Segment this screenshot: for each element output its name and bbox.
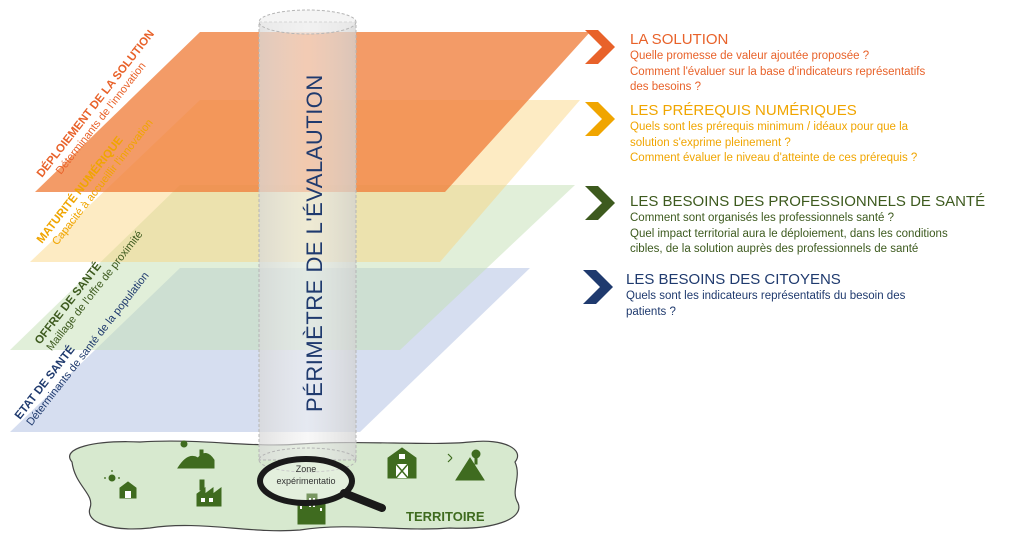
section-la-solution: LA SOLUTION Quelle promesse de valeur aj… bbox=[630, 31, 925, 96]
section-title: LES BESOINS DES PROFESSIONNELS DE SANTÉ bbox=[630, 193, 986, 210]
section-question: Quel impact territorial aura le déploiem… bbox=[630, 227, 948, 240]
chevron-right-icon bbox=[585, 186, 615, 220]
barn-icon bbox=[387, 447, 417, 479]
section-question: Quels sont les prérequis minimum / idéau… bbox=[630, 121, 909, 133]
factory-icon bbox=[196, 479, 222, 507]
section-question: Comment l'évaluer sur la base d'indicate… bbox=[630, 65, 926, 78]
perimeter-cylinder bbox=[258, 9, 357, 473]
section-question: cibles, de la solution auprès des profes… bbox=[630, 243, 919, 255]
sun-hills-icon bbox=[177, 440, 215, 469]
section-prerequis-numeriques: LES PRÉREQUIS NUMÉRIQUES Quels sont les … bbox=[630, 102, 917, 167]
section-question: des besoins ? bbox=[630, 81, 701, 93]
zone-label-line2: expérimentatio bbox=[276, 476, 335, 486]
section-title: LA SOLUTION bbox=[630, 31, 729, 48]
sun-barn-icon bbox=[104, 470, 137, 499]
section-question: solution s'exprime pleinement ? bbox=[630, 136, 791, 149]
chevron-right-icon bbox=[585, 102, 615, 136]
chevron-right-icon bbox=[583, 270, 613, 304]
chevron-right-icon bbox=[585, 30, 615, 64]
section-question: Quelle promesse de valeur ajoutée propos… bbox=[630, 50, 870, 62]
section-title: LES PRÉREQUIS NUMÉRIQUES bbox=[630, 102, 857, 119]
buildings-icon bbox=[297, 493, 326, 525]
magnifier-icon bbox=[257, 456, 386, 512]
section-title: LES BESOINS DES CITOYENS bbox=[626, 271, 841, 288]
zone-label-line1: Zone bbox=[296, 464, 317, 474]
section-question: Comment sont organisés les professionnel… bbox=[630, 212, 895, 224]
section-question: Comment évaluer le niveau d'atteinte de … bbox=[630, 152, 918, 164]
territory-label: TERRITOIRE bbox=[406, 509, 485, 524]
section-question: patients ? bbox=[626, 305, 676, 318]
mountain-tree-icon bbox=[447, 449, 485, 481]
perimeter-label: PÉRIMÈTRE DE L'ÉVALAUTION bbox=[302, 74, 327, 412]
territory-icons bbox=[104, 440, 485, 525]
section-question: Quels sont les indicateurs représentatif… bbox=[626, 290, 906, 302]
section-besoins-professionnels: LES BESOINS DES PROFESSIONNELS DE SANTÉ … bbox=[630, 193, 985, 258]
section-besoins-citoyens: LES BESOINS DES CITOYENS Quels sont les … bbox=[626, 271, 905, 320]
